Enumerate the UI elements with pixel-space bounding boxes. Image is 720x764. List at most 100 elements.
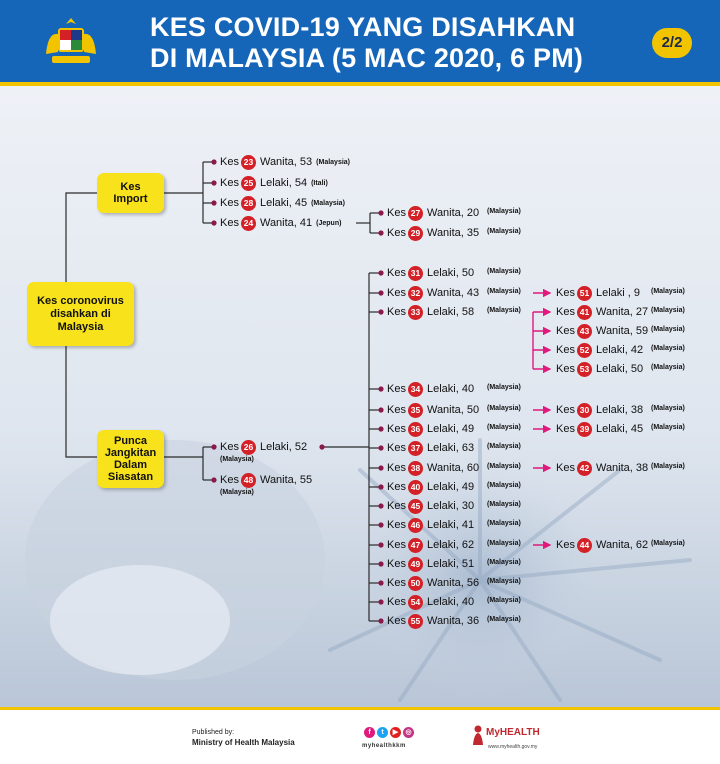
case-description: Lelaki, 41 — [426, 519, 475, 531]
case-number-badge: 37 — [407, 440, 423, 456]
case-nationality: (Malaysia) — [487, 405, 521, 412]
social-icons: f t ▶ ◎ — [364, 727, 414, 738]
case-nationality: (Malaysia) — [487, 208, 521, 215]
case-nationality: (Malaysia) — [651, 364, 685, 371]
kes-label: Kes — [387, 383, 406, 395]
case-nationality: (Malaysia) — [487, 559, 521, 566]
publisher-name: Ministry of Health Malaysia — [192, 738, 295, 747]
case-nationality: (Malaysia) — [651, 345, 685, 352]
case-nationality: (Malaysia) — [487, 578, 521, 585]
twitter-icon[interactable]: t — [377, 727, 388, 738]
root-box-confirmed-cases: Kes coronovirus disahkan di Malaysia — [27, 282, 134, 346]
case-nationality: (Malaysia) — [487, 540, 521, 547]
case-nationality: (Malaysia) — [651, 288, 685, 295]
kes-label: Kes — [387, 404, 406, 416]
kes-label: Kes — [387, 558, 406, 570]
punca-box-line-1: Punca — [113, 435, 147, 447]
case-number-badge: 49 — [407, 556, 423, 572]
case-nationality: (Malaysia) — [487, 307, 521, 314]
case-nationality: (Itali) — [311, 179, 328, 187]
facebook-icon[interactable]: f — [364, 727, 375, 738]
case-number-badge: 46 — [407, 517, 423, 533]
published-by-label: Published by: — [192, 729, 235, 736]
kes-label: Kes — [556, 462, 575, 474]
case-description: Wanita, 35 — [426, 227, 480, 239]
kes-label: Kes — [556, 287, 575, 299]
case-description: Lelaki, 49 — [426, 481, 475, 493]
import-box-line-1: Kes — [120, 181, 141, 193]
case-nationality: (Malaysia) — [487, 424, 521, 431]
case-number-badge: 24 — [240, 215, 256, 231]
case-nationality: (Malaysia) — [487, 463, 521, 470]
case-description: Wanita, 60 — [426, 462, 480, 474]
case-description: Wanita, 27 — [595, 306, 649, 318]
cluster-dot — [378, 445, 384, 451]
case-description: Lelaki, 45 — [259, 197, 308, 209]
case-nationality: (Malaysia) — [311, 199, 345, 207]
kes-label: Kes — [387, 596, 406, 608]
case-nationality: (Jepun) — [316, 219, 342, 227]
cluster-dot — [378, 270, 384, 276]
under-investigation-box: Punca Jangkitan Dalam Siasatan — [97, 430, 164, 488]
kes-label: Kes — [556, 404, 575, 416]
case-nationality: (Malaysia) — [487, 520, 521, 527]
case-nationality: (Malaysia) — [651, 463, 685, 470]
cluster-dot — [378, 407, 384, 413]
kes-label: Kes — [220, 156, 239, 168]
punca-box-line-4: Siasatan — [107, 471, 154, 483]
kes-label: Kes — [387, 519, 406, 531]
case-nationality: (Malaysia) — [220, 456, 254, 463]
myhealth-logo-icon — [473, 725, 483, 745]
case-nationality: (Malaysia) — [651, 424, 685, 431]
case-description: Lelaki, 40 — [426, 596, 475, 608]
kes-label: Kes — [556, 539, 575, 551]
cluster-dot — [378, 599, 384, 605]
case-number-badge: 34 — [407, 381, 423, 397]
kes-label: Kes — [556, 306, 575, 318]
case-number-badge: 50 — [407, 575, 423, 591]
kes-label: Kes — [387, 423, 406, 435]
case-number-badge: 25 — [240, 175, 256, 191]
case-number-badge: 44 — [576, 537, 592, 553]
cluster-dot — [378, 386, 384, 392]
case-number-badge: 51 — [576, 285, 592, 301]
kes-label: Kes — [387, 306, 406, 318]
import-box-line-2: Import — [113, 193, 148, 205]
case-nationality: (Malaysia) — [487, 228, 521, 235]
case-description: Lelaki, 45 — [595, 423, 644, 435]
case-number-badge: 53 — [576, 361, 592, 377]
case-nationality: (Malaysia) — [651, 540, 685, 547]
instagram-icon[interactable]: ◎ — [403, 727, 414, 738]
case-number-badge: 32 — [407, 285, 423, 301]
case-description: Lelaki, 52 — [259, 441, 308, 453]
kes-label: Kes — [556, 344, 575, 356]
kes-label: Kes — [220, 217, 239, 229]
case-description: Lelaki, 42 — [595, 344, 644, 356]
case-nationality: (Malaysia) — [487, 268, 521, 275]
cluster-dot — [378, 561, 384, 567]
case-nationality: (Malaysia) — [487, 384, 521, 391]
case-number-badge: 35 — [407, 402, 423, 418]
footer-divider — [0, 707, 720, 710]
case-description: Lelaki, 63 — [426, 442, 475, 454]
kes-label: Kes — [387, 462, 406, 474]
case-number-badge: 23 — [240, 154, 256, 170]
case-description: Wanita, 59 — [595, 325, 649, 337]
youtube-icon[interactable]: ▶ — [390, 727, 401, 738]
case-description: Wanita, 43 — [426, 287, 480, 299]
case-description: Lelaki, 40 — [426, 383, 475, 395]
